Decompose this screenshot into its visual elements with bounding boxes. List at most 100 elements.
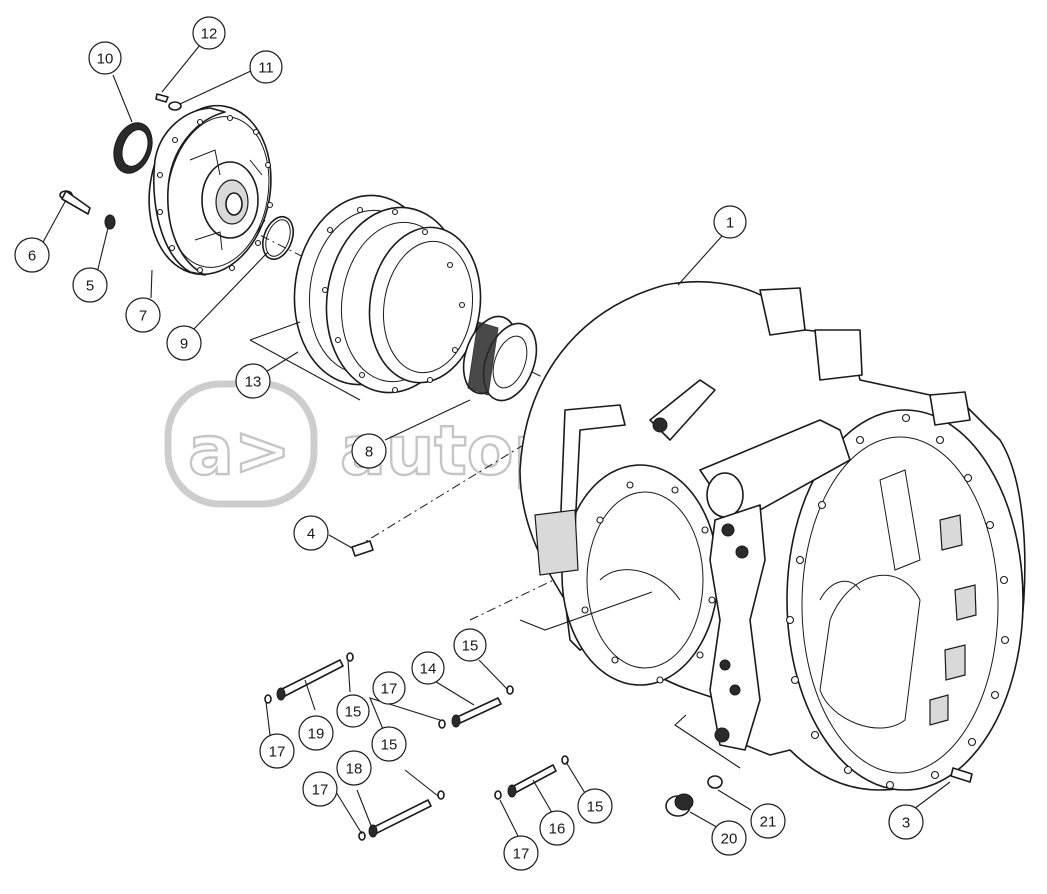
callout-circle [371, 726, 407, 762]
leader-lines [41, 44, 951, 841]
callout-number: 17 [312, 782, 329, 799]
pin-3 [950, 767, 973, 783]
housing-part [519, 280, 1026, 791]
callout-17: 17 [503, 835, 539, 871]
callout-circle [503, 835, 539, 871]
callout-circle [336, 750, 372, 786]
callout-13: 13 [235, 363, 271, 399]
bolt-6 [59, 190, 91, 215]
callout-5: 5 [72, 267, 108, 303]
watermark-mark: a> [188, 412, 291, 491]
callout-number: 17 [269, 744, 286, 761]
stud-19 [264, 652, 354, 704]
callout-9: 9 [166, 325, 202, 361]
callout-circle [750, 803, 786, 839]
callout-15: 15 [577, 788, 613, 824]
flange-bolt-holes [581, 413, 1010, 790]
callout-circle [235, 363, 271, 399]
fasteners [59, 93, 973, 841]
callout-circle [302, 771, 338, 807]
screw-12 [155, 93, 169, 103]
callout-circle [166, 325, 202, 361]
washer-5 [104, 214, 116, 230]
callout-circle [372, 671, 406, 705]
callout-number: 9 [180, 336, 188, 353]
callout-19: 19 [298, 715, 334, 751]
callout-17: 17 [372, 671, 406, 705]
gasket-plates-part [293, 194, 482, 394]
washer-11 [168, 101, 182, 111]
callout-circle [14, 237, 50, 273]
callout-number: 7 [139, 308, 147, 325]
callout-8: 8 [351, 433, 387, 469]
callout-circle [336, 694, 370, 728]
callout-circle [453, 628, 487, 662]
callout-15: 15 [371, 726, 407, 762]
o-ring-part [262, 215, 294, 261]
callout-21: 21 [750, 803, 786, 839]
callout-bubbles: 1345678910111213141515151516171717171819… [14, 16, 924, 871]
callout-11: 11 [249, 50, 283, 84]
bearing-part [462, 315, 538, 402]
callout-number: 10 [97, 51, 114, 68]
callout-circle [293, 515, 329, 551]
callout-circle [249, 50, 283, 84]
callout-16: 16 [539, 810, 575, 846]
stud-16 [494, 755, 569, 800]
callout-14: 14 [411, 651, 445, 685]
callout-number: 19 [308, 726, 325, 743]
callout-number: 6 [28, 248, 36, 265]
callout-18: 18 [336, 750, 372, 786]
callout-number: 15 [462, 638, 479, 655]
callout-number: 17 [513, 846, 530, 863]
callout-number: 13 [245, 374, 262, 391]
callout-circle [259, 733, 295, 769]
callout-circle [125, 297, 161, 333]
callout-circle [351, 433, 387, 469]
callout-circle [539, 810, 575, 846]
callout-number: 3 [902, 815, 910, 832]
callout-10: 10 [88, 41, 122, 75]
callout-circle [411, 651, 445, 685]
callout-number: 18 [346, 761, 363, 778]
callout-number: 15 [345, 704, 362, 721]
callout-7: 7 [125, 297, 161, 333]
callout-20: 20 [711, 820, 747, 856]
callout-17: 17 [302, 771, 338, 807]
callout-4: 4 [293, 515, 329, 551]
pin-4 [351, 540, 374, 557]
callout-circle [88, 41, 122, 75]
callout-number: 12 [201, 26, 218, 43]
callout-number: 14 [420, 661, 437, 678]
cover-plate-part [148, 104, 274, 276]
stud-18 [358, 790, 445, 841]
callout-number: 1 [726, 215, 734, 232]
callout-6: 6 [14, 237, 50, 273]
callout-circle [298, 715, 334, 751]
callout-number: 4 [307, 526, 315, 543]
callout-15: 15 [336, 694, 370, 728]
callout-circle [577, 788, 613, 824]
callout-number: 21 [760, 814, 777, 831]
callout-number: 11 [258, 60, 274, 77]
callout-circle [713, 205, 747, 239]
washer-21 [707, 775, 723, 789]
callout-number: 20 [721, 831, 738, 848]
plug-20 [665, 793, 694, 817]
stud-14 [438, 685, 514, 729]
callout-12: 12 [192, 16, 226, 50]
callout-circle [888, 804, 924, 840]
callout-number: 17 [381, 681, 398, 698]
seal-ring-part [113, 122, 153, 174]
callout-17: 17 [259, 733, 295, 769]
callout-circle [72, 267, 108, 303]
callout-3: 3 [888, 804, 924, 840]
callout-number: 5 [86, 278, 94, 295]
callout-circle [192, 16, 226, 50]
group-brackets [249, 321, 741, 769]
callout-15: 15 [453, 628, 487, 662]
callout-number: 16 [549, 821, 566, 838]
callout-number: 15 [587, 799, 604, 816]
callout-1: 1 [713, 205, 747, 239]
